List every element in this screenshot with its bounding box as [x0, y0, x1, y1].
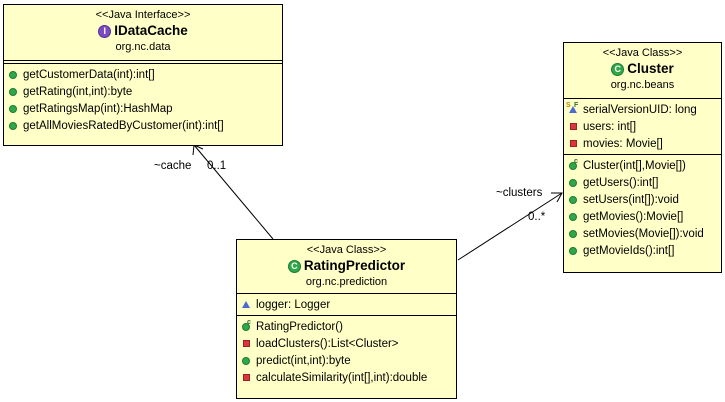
field-row[interactable]: users: int[]	[564, 118, 721, 135]
method-row[interactable]: setUsers(int[]):void	[564, 191, 721, 208]
class-name: IDataCache	[114, 23, 188, 38]
class-name: Cluster	[627, 61, 674, 76]
method-label: predict(int,int):byte	[256, 354, 351, 367]
public-method-icon	[569, 229, 577, 238]
public-method-icon	[569, 246, 577, 255]
field-label: serialVersionUID: long	[583, 103, 697, 116]
method-label: getRatingsMap(int):HashMap	[23, 102, 173, 115]
method-row[interactable]: calculateSimilarity(int[],int):double	[237, 369, 456, 386]
cache-association	[192, 144, 274, 240]
public-method-icon	[9, 70, 17, 79]
public-method-icon	[9, 104, 17, 113]
package-field-icon	[242, 301, 250, 308]
method-row[interactable]: c RatingPredictor()	[237, 318, 456, 335]
field-label: users: int[]	[583, 120, 637, 133]
private-method-icon	[242, 340, 250, 347]
static-final-field-icon: S F	[566, 102, 578, 115]
public-method-icon	[569, 195, 577, 204]
method-label: getMovies():Movie[]	[583, 210, 684, 223]
method-row[interactable]: getUsers():int[]	[564, 174, 721, 191]
method-row[interactable]: setMovies(Movie[]):void	[564, 225, 721, 242]
constructor-icon: c	[241, 319, 251, 332]
method-row[interactable]: loadClusters():List<Cluster>	[237, 335, 456, 352]
method-row[interactable]: getCustomerData(int):int[]	[4, 66, 282, 83]
public-method-icon	[9, 87, 17, 96]
method-label: setUsers(int[]):void	[583, 193, 679, 206]
constructor-icon: c	[568, 158, 578, 171]
class-icon: C	[287, 259, 301, 273]
private-method-icon	[242, 374, 250, 381]
field-row[interactable]: movies: Movie[]	[564, 135, 721, 152]
method-row[interactable]: predict(int,int):byte	[237, 352, 456, 369]
public-method-icon	[242, 356, 250, 365]
method-label: loadClusters():List<Cluster>	[256, 337, 399, 350]
idatacache-box[interactable]: <<Java Interface>> I IDataCache org.nc.d…	[3, 4, 283, 146]
method-row[interactable]: getRating(int,int):byte	[4, 83, 282, 100]
private-field-icon	[569, 140, 577, 147]
stereotype-label: <<Java Class>>	[602, 47, 683, 59]
field-label: movies: Movie[]	[583, 137, 663, 150]
clusters-multiplicity-label: 0..*	[528, 211, 546, 223]
method-label: Cluster(int[],Movie[])	[583, 159, 686, 172]
method-label: getAllMoviesRatedByCustomer(int):int[]	[23, 119, 224, 132]
package-label: org.nc.beans	[610, 79, 675, 91]
method-label: calculateSimilarity(int[],int):double	[256, 371, 428, 384]
method-label: getRating(int,int):byte	[23, 85, 133, 98]
ratingpredictor-box[interactable]: <<Java Class>> C RatingPredictor org.nc.…	[236, 239, 457, 399]
method-label: getMovieIds():int[]	[583, 244, 675, 257]
stereotype-label: <<Java Class>>	[306, 244, 387, 256]
clusters-role-label: ~clusters	[496, 187, 543, 199]
package-label: org.nc.prediction	[305, 276, 388, 288]
field-row[interactable]: S F serialVersionUID: long	[564, 101, 721, 118]
method-row[interactable]: getMovies():Movie[]	[564, 208, 721, 225]
method-row[interactable]: getRatingsMap(int):HashMap	[4, 100, 282, 117]
method-row[interactable]: getAllMoviesRatedByCustomer(int):int[]	[4, 117, 282, 134]
public-method-icon	[569, 178, 577, 187]
method-row[interactable]: getMovieIds():int[]	[564, 242, 721, 259]
stereotype-label: <<Java Interface>>	[95, 9, 191, 21]
method-label: RatingPredictor()	[256, 320, 343, 333]
method-label: setMovies(Movie[]):void	[583, 227, 704, 240]
field-label: logger: Logger	[256, 298, 331, 311]
cluster-box[interactable]: <<Java Class>> C Cluster org.nc.beans S …	[563, 42, 722, 273]
method-row[interactable]: c Cluster(int[],Movie[])	[564, 157, 721, 174]
field-row[interactable]: logger: Logger	[237, 296, 456, 313]
package-label: org.nc.data	[115, 41, 171, 53]
public-method-icon	[9, 121, 17, 130]
private-field-icon	[569, 123, 577, 130]
clusters-association	[457, 192, 563, 261]
method-label: getCustomerData(int):int[]	[23, 68, 155, 81]
cache-role-label: ~cache	[154, 160, 192, 172]
interface-icon: I	[98, 24, 112, 38]
class-name: RatingPredictor	[303, 258, 406, 273]
cache-multiplicity-label: 0..1	[207, 160, 227, 172]
method-label: getUsers():int[]	[583, 176, 659, 189]
public-method-icon	[569, 212, 577, 221]
class-icon: C	[611, 62, 625, 76]
